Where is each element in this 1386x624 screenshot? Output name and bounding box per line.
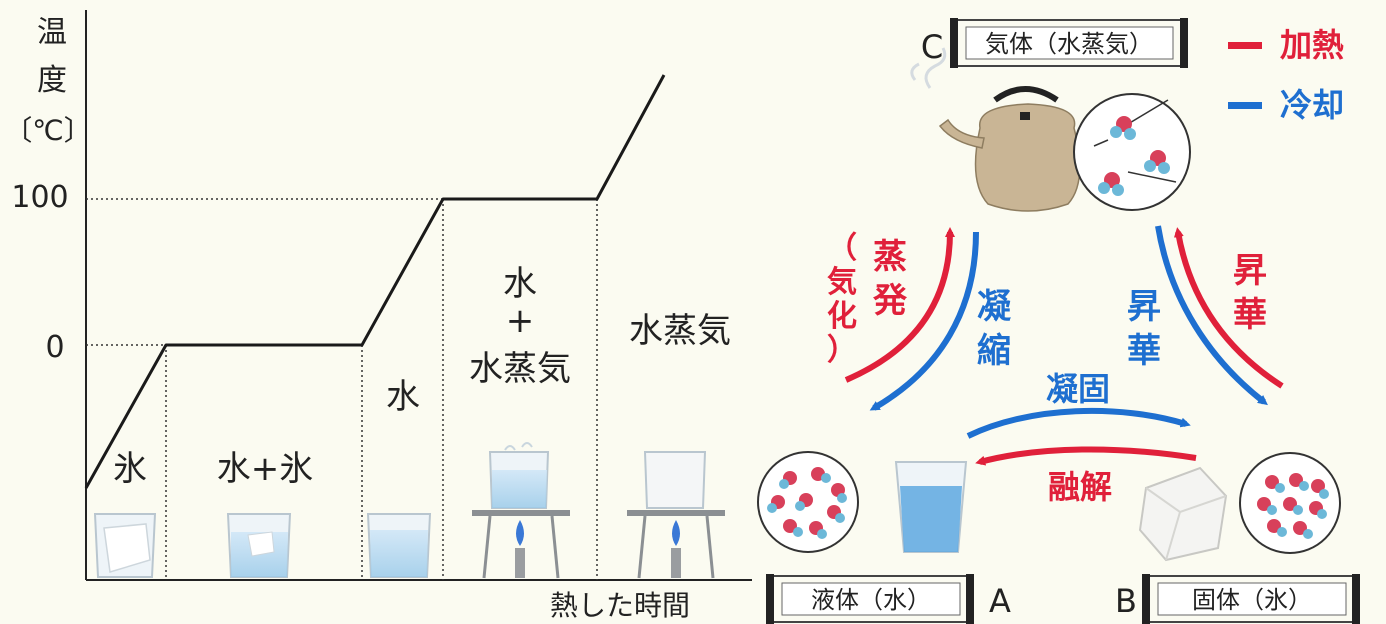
- ice-cube-illustration: [1138, 466, 1228, 562]
- tick-100: 100: [11, 180, 68, 215]
- y-axis-label-3: 〔℃〕: [4, 114, 91, 147]
- arrow-evaporation: [844, 227, 955, 383]
- label-vaporization: （気化）: [827, 231, 857, 368]
- region-mix-water: 水: [503, 264, 537, 304]
- liquid-letter: A: [989, 582, 1011, 620]
- legend-cooling-swatch: [1228, 102, 1262, 109]
- legend-heating-label: 加熱: [1280, 26, 1344, 64]
- x-axis-label: 熱した時間: [550, 589, 690, 622]
- legend-cooling: 冷却: [1228, 86, 1344, 124]
- legend-cooling-label: 冷却: [1280, 86, 1344, 124]
- region-water-ice: 水+氷: [217, 449, 314, 489]
- condensation-char: 凝: [977, 287, 1011, 327]
- state-change-diagram: C 気体（水蒸気） 加熱 冷却: [757, 18, 1360, 624]
- gas-label-box: 気体（水蒸気）: [950, 18, 1188, 68]
- arrow-sublimation-up: [1173, 227, 1284, 389]
- vaporization-char: 化: [827, 299, 857, 334]
- legend-heating-swatch: [1228, 42, 1262, 49]
- y-axis-label-2: 度: [37, 63, 67, 98]
- y-axis-label-1: 温: [37, 15, 67, 50]
- arrow-condensation: [869, 231, 979, 411]
- kettle-illustration: [910, 47, 1081, 212]
- label-condensation: 凝縮: [977, 287, 1011, 371]
- arrow-freezing: [966, 407, 1191, 439]
- water-glass-illustration: [894, 461, 968, 553]
- region-vapor: 水蒸気: [629, 311, 731, 351]
- sublimation-down-char: 昇: [1127, 287, 1161, 327]
- arrow-sublimation-down: [1155, 225, 1268, 406]
- solid-letter: B: [1115, 582, 1137, 620]
- label-melting: 融解: [1048, 468, 1112, 506]
- region-mix-vapor: 水蒸気: [469, 349, 571, 389]
- sublimation-down-char: 華: [1127, 331, 1161, 371]
- gas-letter: C: [921, 28, 943, 66]
- evaporation-char: 蒸: [873, 237, 907, 277]
- beaker-water-ice: [226, 513, 292, 578]
- evaporation-char: 発: [873, 281, 908, 321]
- vaporization-char: （: [827, 231, 857, 266]
- vaporization-char: ）: [827, 333, 857, 368]
- liquid-label-box: 液体（水）: [766, 574, 974, 624]
- vaporization-char: 気: [827, 265, 857, 300]
- arrow-melting: [975, 446, 1197, 466]
- liquid-molecule-circle: [757, 451, 859, 553]
- solid-label-box: 固体（氷）: [1142, 574, 1360, 624]
- beaker-ice: [93, 513, 157, 578]
- label-freezing: 凝固: [1046, 370, 1110, 408]
- condensation-char: 縮: [977, 331, 1011, 371]
- sublimation-up-char: 華: [1233, 295, 1267, 335]
- region-water: 水: [386, 377, 420, 417]
- label-sublimation-down: 昇華: [1127, 287, 1161, 371]
- gas-label: 気体（水蒸気）: [985, 30, 1153, 58]
- label-sublimation-up: 昇華: [1233, 251, 1267, 335]
- liquid-label: 液体（水）: [811, 586, 931, 614]
- region-mix-plus: +: [506, 301, 535, 341]
- beaker-boiling: [472, 442, 570, 579]
- tick-0: 0: [45, 330, 64, 365]
- beaker-water: [366, 513, 432, 578]
- legend-heating: 加熱: [1228, 26, 1344, 64]
- heating-curve-graph: 温 度 〔℃〕 100 0 氷 水+氷 水 水 + 水蒸気 水蒸気 熱した時間: [4, 10, 752, 622]
- gas-molecule-circle: [1073, 93, 1191, 211]
- sublimation-up-char: 昇: [1233, 251, 1267, 291]
- beaker-vapor: [627, 451, 725, 579]
- label-evaporation: 蒸発: [873, 237, 908, 321]
- region-ice: 氷: [113, 449, 147, 489]
- solid-label: 固体（氷）: [1192, 586, 1312, 614]
- temperature-curve: [84, 74, 666, 489]
- solid-molecule-circle: [1239, 452, 1341, 554]
